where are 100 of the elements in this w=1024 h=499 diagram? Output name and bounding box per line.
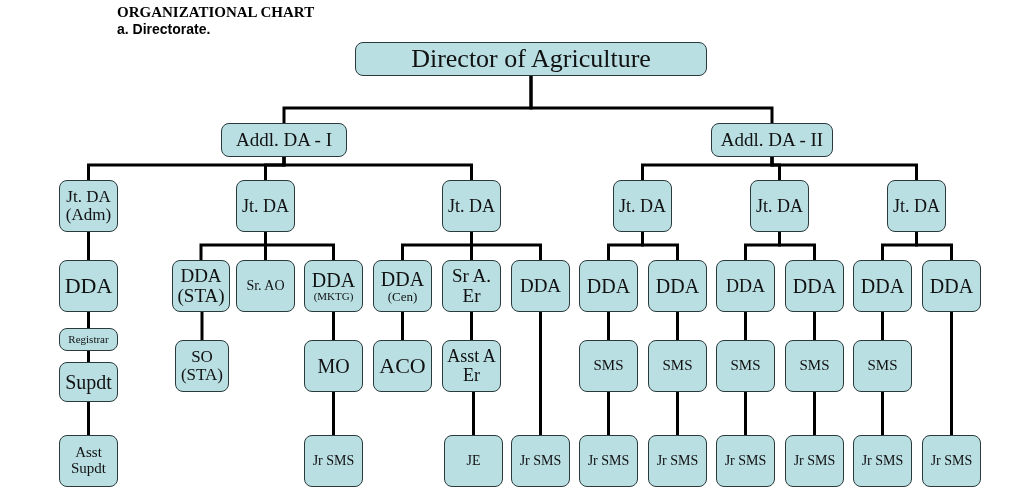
- position-box: [785, 340, 844, 392]
- position-box: [579, 260, 638, 312]
- position-box: [442, 180, 501, 232]
- connector-line: [881, 312, 884, 340]
- position-title: (MKTG): [313, 290, 354, 303]
- position-title: ACO: [379, 354, 426, 378]
- connector-line: [676, 312, 679, 340]
- position-box: [785, 260, 844, 312]
- connector-line: [813, 312, 816, 340]
- position-title: DDA: [726, 276, 765, 296]
- connector-line: [87, 232, 90, 260]
- position-box: [304, 435, 363, 487]
- position-box: [59, 435, 118, 487]
- connector-line: [950, 312, 953, 435]
- position-box: [716, 340, 775, 392]
- position-box: [750, 180, 809, 232]
- position-title: Asst Supdt: [70, 445, 107, 477]
- position-box: [444, 435, 503, 487]
- position-title: Jt. DA (Adm): [64, 188, 113, 224]
- position-box: [373, 260, 432, 312]
- position-box: [355, 42, 707, 76]
- position-title: Jr SMS: [312, 453, 355, 469]
- position-box: [442, 260, 501, 312]
- connector-line: [282, 157, 473, 180]
- position-box: [59, 362, 118, 402]
- connector-line: [401, 312, 404, 340]
- connector-line: [607, 312, 610, 340]
- position-title: Jr SMS: [587, 453, 630, 469]
- connector-line: [332, 392, 335, 435]
- position-title: DDA: [519, 276, 562, 296]
- position-box: [59, 180, 118, 232]
- position-title: Addl. DA - II: [720, 130, 824, 150]
- position-title: Jr SMS: [656, 453, 699, 469]
- position-title: SMS: [662, 358, 693, 374]
- position-title: Supdt: [65, 371, 112, 393]
- position-title: Jr SMS: [793, 453, 836, 469]
- position-box: [613, 180, 672, 232]
- position-title: JE: [466, 453, 481, 469]
- position-title: DDA (STA): [176, 266, 226, 306]
- connector-line: [87, 402, 90, 435]
- connector-line: [472, 392, 475, 435]
- position-title: DDA: [380, 268, 425, 290]
- connector-line: [264, 232, 335, 260]
- position-box: [922, 260, 981, 312]
- connector-line: [200, 312, 204, 340]
- position-box: [442, 340, 501, 392]
- position-title: DDA: [586, 275, 631, 297]
- position-box: [853, 260, 912, 312]
- position-title: Jt. DA: [756, 196, 803, 216]
- position-box: [853, 435, 912, 487]
- connector-line: [332, 312, 335, 340]
- position-box: [236, 180, 295, 232]
- connector-line: [744, 312, 747, 340]
- position-box: [236, 260, 295, 312]
- position-title: Jt. DA: [619, 196, 666, 216]
- position-title: DDA: [311, 269, 356, 291]
- position-box: [511, 260, 570, 312]
- position-box: [221, 123, 347, 157]
- connector-line: [470, 312, 473, 340]
- position-box: [373, 340, 432, 392]
- position-title: DDA: [929, 275, 974, 297]
- position-title: DDA: [64, 274, 113, 298]
- position-title: Registrar: [68, 333, 109, 346]
- position-box: [887, 180, 946, 232]
- position-box: [511, 435, 570, 487]
- position-title: Jr SMS: [724, 453, 767, 469]
- position-title: DDA: [792, 275, 837, 297]
- position-title: Asst A Er: [446, 347, 497, 385]
- position-title: Jr SMS: [930, 453, 973, 469]
- position-box: [716, 260, 775, 312]
- position-title: MO: [317, 355, 350, 377]
- position-box: [648, 340, 707, 392]
- position-box: [579, 340, 638, 392]
- connector-line: [539, 312, 542, 435]
- position-box: [304, 340, 363, 392]
- connector-line: [813, 392, 816, 435]
- position-box: [579, 435, 638, 487]
- connector-line: [915, 232, 953, 260]
- connector-line: [470, 232, 542, 260]
- position-title: Jr SMS: [861, 453, 904, 469]
- chart-title: ORGANIZATIONAL CHART: [117, 4, 315, 21]
- connector-line: [770, 157, 918, 180]
- position-title: Addl. DA - I: [235, 130, 333, 150]
- position-title: SO (STA): [179, 348, 225, 384]
- position-title: SMS: [730, 358, 761, 374]
- position-title: DDA: [860, 275, 905, 297]
- connector-line: [881, 392, 884, 435]
- position-box: [648, 435, 707, 487]
- position-title: Jt. DA: [242, 196, 289, 216]
- position-title: Sr A. Er: [450, 266, 493, 306]
- position-box: [922, 435, 981, 487]
- section-heading: a. Directorate.: [117, 21, 211, 37]
- position-title: Jt. DA: [893, 196, 940, 216]
- connector-line: [778, 232, 816, 260]
- connector-line: [744, 392, 747, 435]
- connector-line: [641, 232, 679, 260]
- position-box: [304, 260, 363, 312]
- position-box: [59, 328, 118, 351]
- position-title: Jt. DA: [448, 196, 495, 216]
- connector-line: [87, 351, 90, 362]
